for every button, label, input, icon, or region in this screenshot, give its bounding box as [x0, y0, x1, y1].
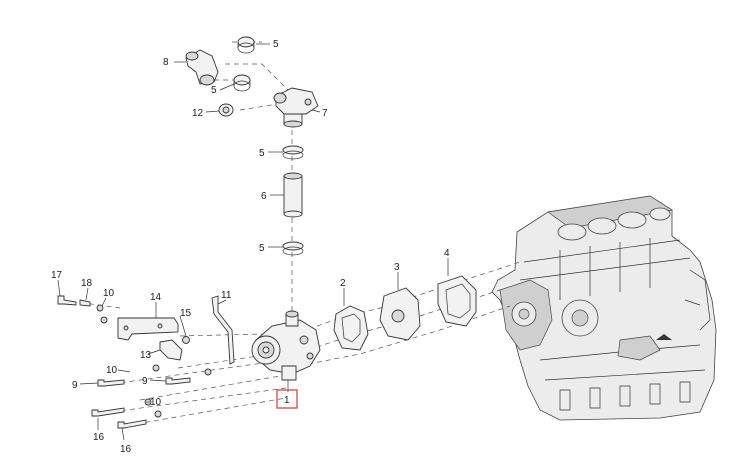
callout-10: 10 [103, 288, 115, 299]
callout-18: 18 [81, 278, 93, 289]
part-16-bolt-a [91, 407, 125, 417]
callout-10: 10 [106, 365, 118, 376]
callout-9: 9 [142, 376, 148, 387]
part-5-hose-clamp-lower [282, 241, 304, 256]
part-1-water-pump [251, 310, 321, 381]
assembly-lines [61, 41, 521, 425]
callout-4: 4 [444, 248, 450, 259]
part-7-thermostat-housing [273, 87, 319, 128]
part-11-support-rod [211, 295, 235, 365]
part-10-washer-c [144, 398, 162, 418]
callout-9: 9 [72, 380, 78, 391]
callout-16: 16 [93, 432, 105, 443]
part-9-bolt-b [165, 377, 191, 385]
part-14-bracket [117, 317, 179, 341]
part-15-nut [182, 336, 190, 344]
part-5-hose-clamp-mid [282, 145, 304, 160]
part-3-cover-plate [379, 287, 421, 341]
part-6-hose [283, 172, 303, 218]
callout-7: 7 [322, 108, 328, 119]
callout-14: 14 [150, 292, 162, 303]
callout-10: 10 [150, 397, 162, 408]
part-9-bolt-a [97, 379, 125, 387]
part-4-gasket [437, 275, 477, 327]
part-17-bolt [57, 295, 77, 306]
part-8-elbow-hose [185, 49, 219, 86]
callout-5: 5 [211, 85, 217, 96]
callout-16: 16 [120, 444, 132, 455]
part-18-stud [79, 299, 91, 307]
part-12-plug [218, 103, 234, 117]
part-10-washer-a [96, 304, 108, 324]
callout-17: 17 [51, 270, 63, 281]
part-5-hose-clamp-top [237, 36, 255, 54]
callout-1: 1 [284, 395, 290, 406]
callout-6: 6 [261, 191, 267, 202]
callout-5: 5 [259, 148, 265, 159]
part-5-hose-clamp-upper [233, 74, 251, 92]
leader-lines [57, 43, 449, 441]
callout-12: 12 [192, 108, 204, 119]
callout-15: 15 [180, 308, 192, 319]
callout-11: 11 [221, 290, 232, 301]
callout-5: 5 [273, 39, 279, 50]
callout-8: 8 [163, 57, 169, 68]
part-10-washer-b [152, 364, 212, 376]
part-2-gasket [333, 305, 369, 351]
callout-13: 13 [140, 350, 152, 361]
engine-block [491, 195, 717, 421]
part-16-bolt-b [117, 419, 147, 429]
callout-labels: 5 8 5 12 7 5 6 5 4 3 2 17 18 10 14 11 15… [51, 39, 450, 455]
part-13-bracket [159, 339, 183, 361]
callout-5: 5 [259, 243, 265, 254]
callout-3: 3 [394, 262, 400, 273]
highlight-box-part-1 [276, 389, 298, 409]
callout-2: 2 [340, 278, 346, 289]
